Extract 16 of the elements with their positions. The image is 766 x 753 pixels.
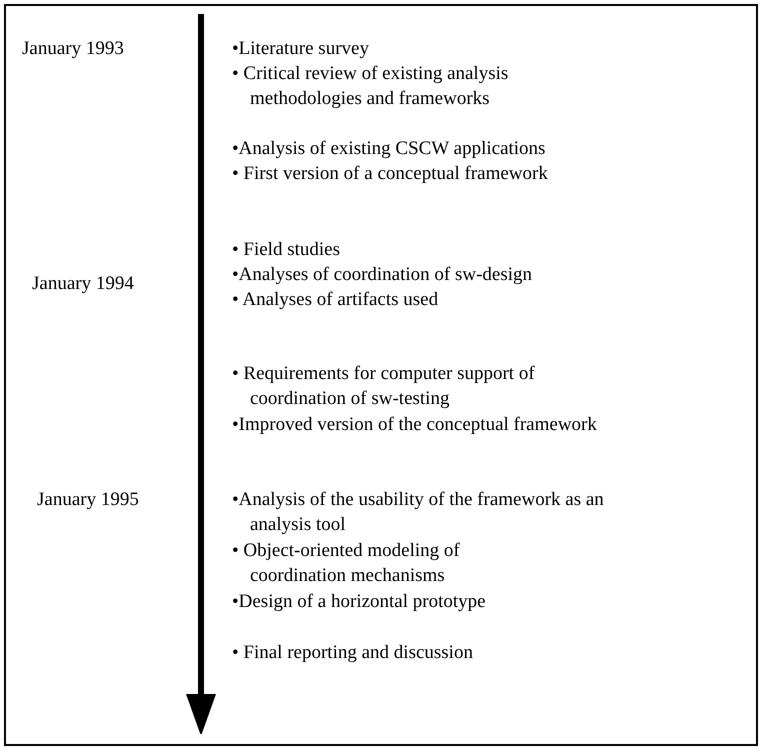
activity-item: • First version of a conceptual framework <box>232 162 549 186</box>
activity-item: •Analysis of existing CSCW applications <box>232 137 546 161</box>
activity-item: • Analyses of artifacts used <box>232 288 440 312</box>
date-label: January 1993 <box>22 37 124 61</box>
date-label: January 1995 <box>37 488 139 512</box>
activity-item: • Requirements for computer support of coordination of sw-testing <box>232 362 536 411</box>
activity-item: •Improved version of the conceptual framework <box>232 413 598 437</box>
activity-item: •Analyses of coordination of sw-design <box>232 263 534 287</box>
activity-item: •Design of a horizontal prototype <box>232 590 487 614</box>
date-label: January 1994 <box>32 272 134 296</box>
activity-item: • Object-oriented modeling of coordination mechanisms <box>232 539 461 588</box>
activity-item: • Final reporting and discussion <box>232 641 474 665</box>
activity-item: •Literature survey <box>232 37 370 61</box>
activity-item: • Critical review of existing analysis methodologies and frameworks <box>232 62 510 111</box>
activity-item: • Field studies <box>232 238 341 262</box>
activity-item: •Analysis of the usability of the framework as an analysis tool <box>232 488 605 537</box>
